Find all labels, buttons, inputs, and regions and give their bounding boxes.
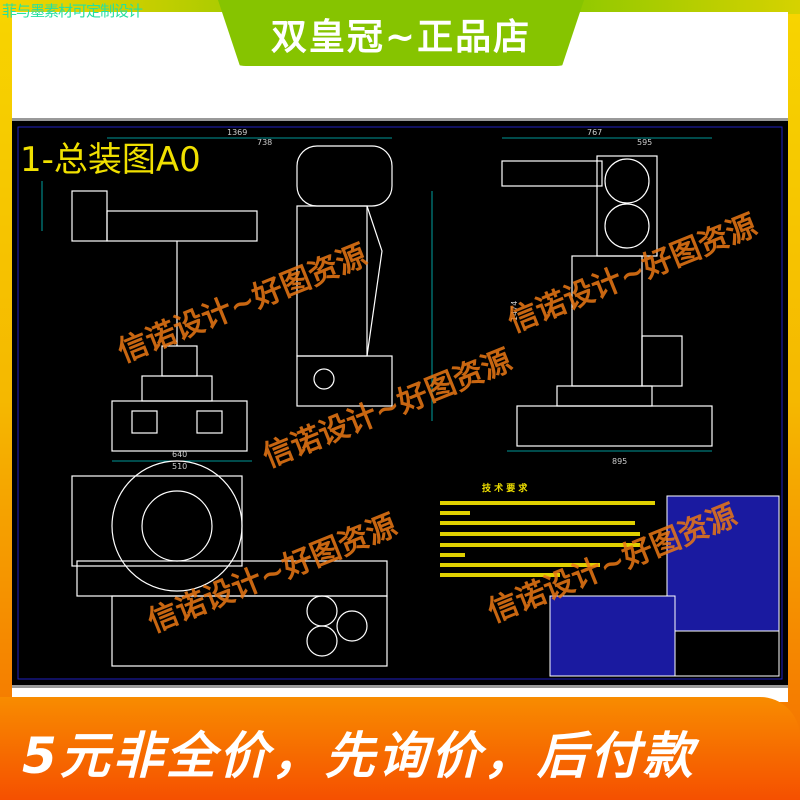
dimension-lines [41, 137, 712, 462]
corner-watermark-text: 菲与墨素材可定制设计 [2, 2, 143, 20]
drawing-border [17, 126, 783, 680]
dim-front-top: 738 [257, 138, 272, 147]
drawing-title: 1-总装图A0 [20, 140, 201, 180]
tech-req-lines [440, 501, 655, 577]
front-view [71, 145, 393, 452]
dim-front-width: 1369 [227, 128, 247, 137]
dim-plan-width2: 510 [172, 462, 187, 471]
dim-side-top: 767 [587, 128, 602, 137]
store-title: 双皇冠~正品店 [270, 17, 532, 58]
store-title-tab [218, 0, 584, 66]
price-banner [0, 697, 800, 800]
cad-svg: 1-总装图A0 1369 738 767 595 895 640 510 147… [17, 126, 783, 680]
dim-side-top2: 595 [637, 138, 652, 147]
dim-plan-width: 640 [172, 450, 187, 459]
dim-side-bottom: 895 [612, 457, 627, 466]
dim-side-height: 1474 [510, 301, 519, 321]
plan-view [71, 460, 388, 667]
cad-drawing: 1-总装图A0 1369 738 767 595 895 640 510 147… [12, 118, 788, 688]
tech-req-title: 技 术 要 求 [482, 482, 528, 494]
price-banner-text: 5元非全价，先询价，后付款 [22, 727, 696, 785]
parts-list-table-lower [549, 595, 676, 677]
title-block [674, 630, 780, 677]
side-view [501, 155, 713, 447]
